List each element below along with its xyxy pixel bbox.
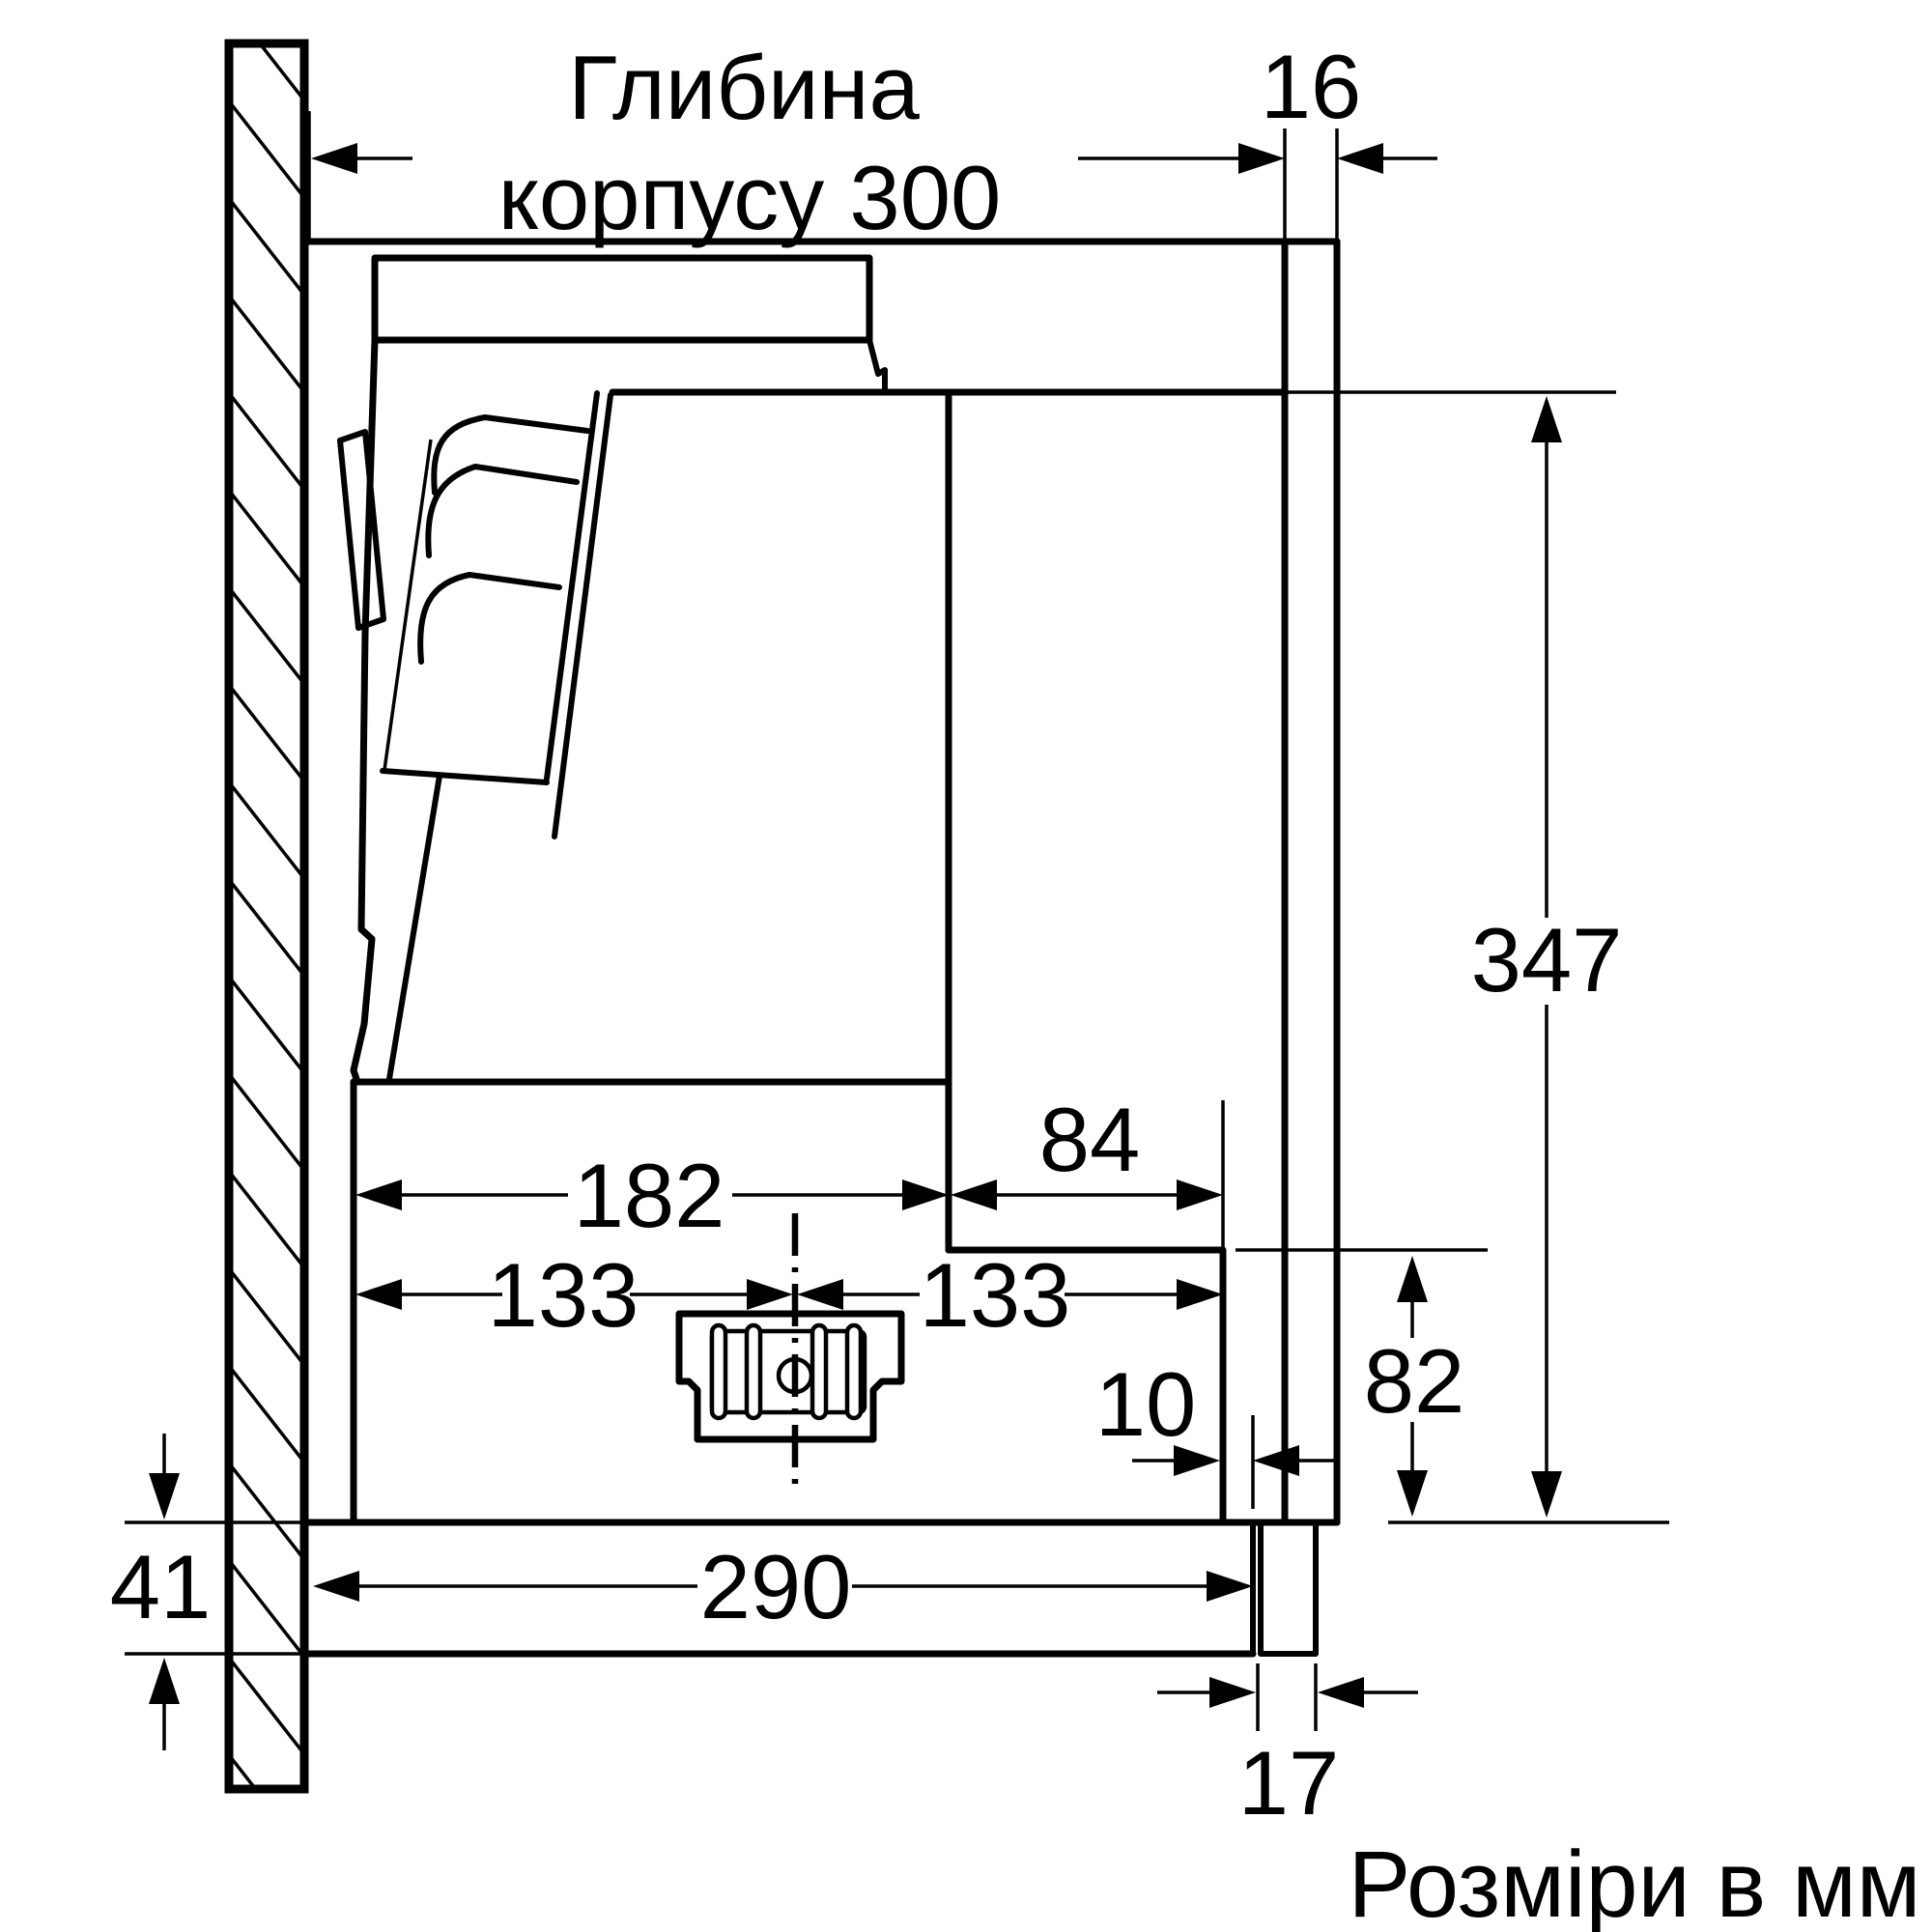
- flap-2: [425, 464, 580, 558]
- pullout-left-edge: [552, 392, 613, 839]
- body-left-edge: [350, 336, 379, 1083]
- dim-label-10: 10: [1095, 1353, 1197, 1455]
- top-duct-box: [371, 254, 873, 344]
- duct-rib-2: [744, 1322, 763, 1421]
- dim-label-84: 84: [1039, 1089, 1141, 1190]
- dimension-lines: [149, 143, 1562, 1750]
- dim-label-41: 41: [110, 1536, 212, 1637]
- labels: Глибина корпусу 300 16 347 84 182 133 13…: [110, 36, 1921, 1932]
- wall-hatching: [229, 43, 304, 1789]
- duct-rib-3: [810, 1322, 829, 1421]
- wall-section: [224, 39, 309, 1794]
- dim-label-16: 16: [1261, 36, 1362, 137]
- filter-frame-edge: [544, 390, 600, 781]
- label-depth-line2: корпусу 300: [498, 147, 1002, 248]
- units-note: Розміри в мм: [1349, 1832, 1921, 1932]
- dim-label-133-right: 133: [920, 1244, 1071, 1346]
- cabinet-and-hood-body: [305, 238, 1341, 1658]
- wall-bracket: [337, 429, 386, 631]
- flap-tail-edge: [386, 773, 442, 1082]
- duct-adapter-outline: [675, 1310, 905, 1443]
- wall-outline: [224, 39, 309, 1794]
- door-bottom-rail: [1258, 1520, 1319, 1657]
- dim-label-133-left: 133: [488, 1244, 639, 1346]
- dim-label-347: 347: [1471, 909, 1623, 1010]
- dim-label-182: 182: [574, 1145, 725, 1246]
- top-box-step: [867, 337, 888, 395]
- dim-label-17: 17: [1238, 1732, 1340, 1833]
- front-step-edge: [945, 1246, 1227, 1526]
- duct-adapter: [675, 1213, 905, 1495]
- dim-label-290: 290: [700, 1536, 852, 1637]
- filter-flap-assembly: [337, 390, 613, 1082]
- duct-rib-1: [709, 1322, 728, 1421]
- flap-1: [431, 414, 590, 496]
- flap-stack-left-edge: [383, 439, 433, 771]
- label-depth-line1: Глибина: [568, 37, 920, 138]
- flap-stack-bottom: [380, 768, 550, 785]
- dim-label-82: 82: [1364, 1330, 1465, 1432]
- duct-rib-4: [844, 1322, 864, 1421]
- flap-3: [417, 572, 562, 665]
